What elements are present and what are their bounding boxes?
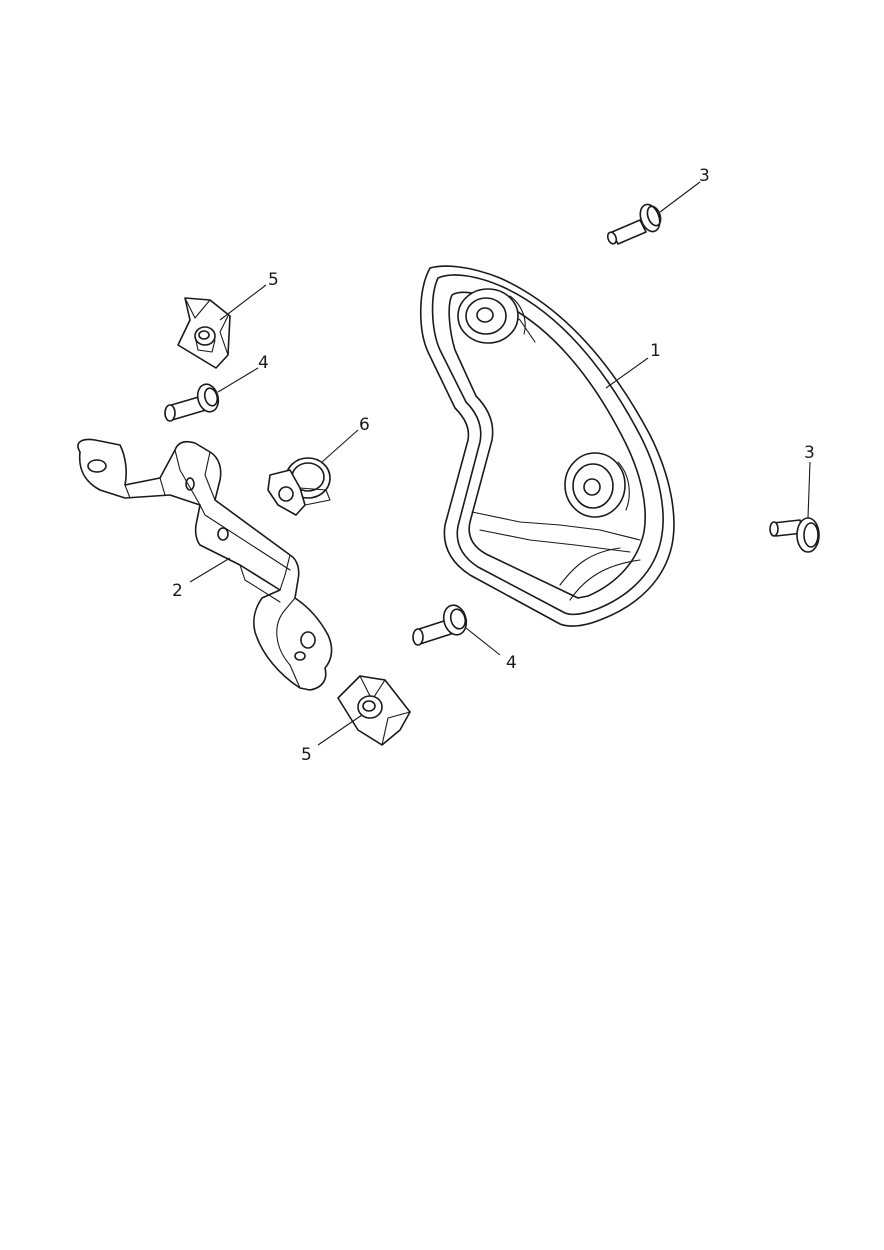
callout-5-upper: 5 <box>268 270 279 290</box>
part-1-side-cover <box>419 265 675 627</box>
callout-5-lower: 5 <box>301 745 312 765</box>
part-6-hose-clamp <box>267 457 331 516</box>
part-4-stud-lower <box>412 604 468 646</box>
callout-4-upper: 4 <box>258 353 269 373</box>
callout-4-lower: 4 <box>506 653 517 673</box>
leader-3a <box>659 181 701 213</box>
leader-lines <box>189 181 811 746</box>
callout-1: 1 <box>650 341 661 361</box>
callout-3-upper: 3 <box>699 166 710 186</box>
part-3-bolt-upper <box>606 203 662 245</box>
leader-5a <box>219 284 267 321</box>
callout-labels: 1 2 3 3 4 4 5 5 6 <box>172 166 815 765</box>
leader-3b <box>807 461 811 519</box>
leader-4a <box>217 367 259 393</box>
callout-6: 6 <box>359 415 370 435</box>
leader-1 <box>605 357 649 389</box>
leader-5b <box>317 714 363 746</box>
part-5-clip-nut-lower <box>337 675 411 746</box>
leader-6 <box>321 429 359 463</box>
part-5-clip-nut-upper <box>177 297 231 369</box>
part-4-stud-upper <box>164 383 220 422</box>
callout-2: 2 <box>172 581 183 601</box>
part-2-bracket <box>77 438 333 691</box>
part-3-bolt-right <box>769 517 820 553</box>
leader-2 <box>189 557 231 583</box>
callout-3-right: 3 <box>804 443 815 463</box>
leader-4b <box>465 627 501 656</box>
